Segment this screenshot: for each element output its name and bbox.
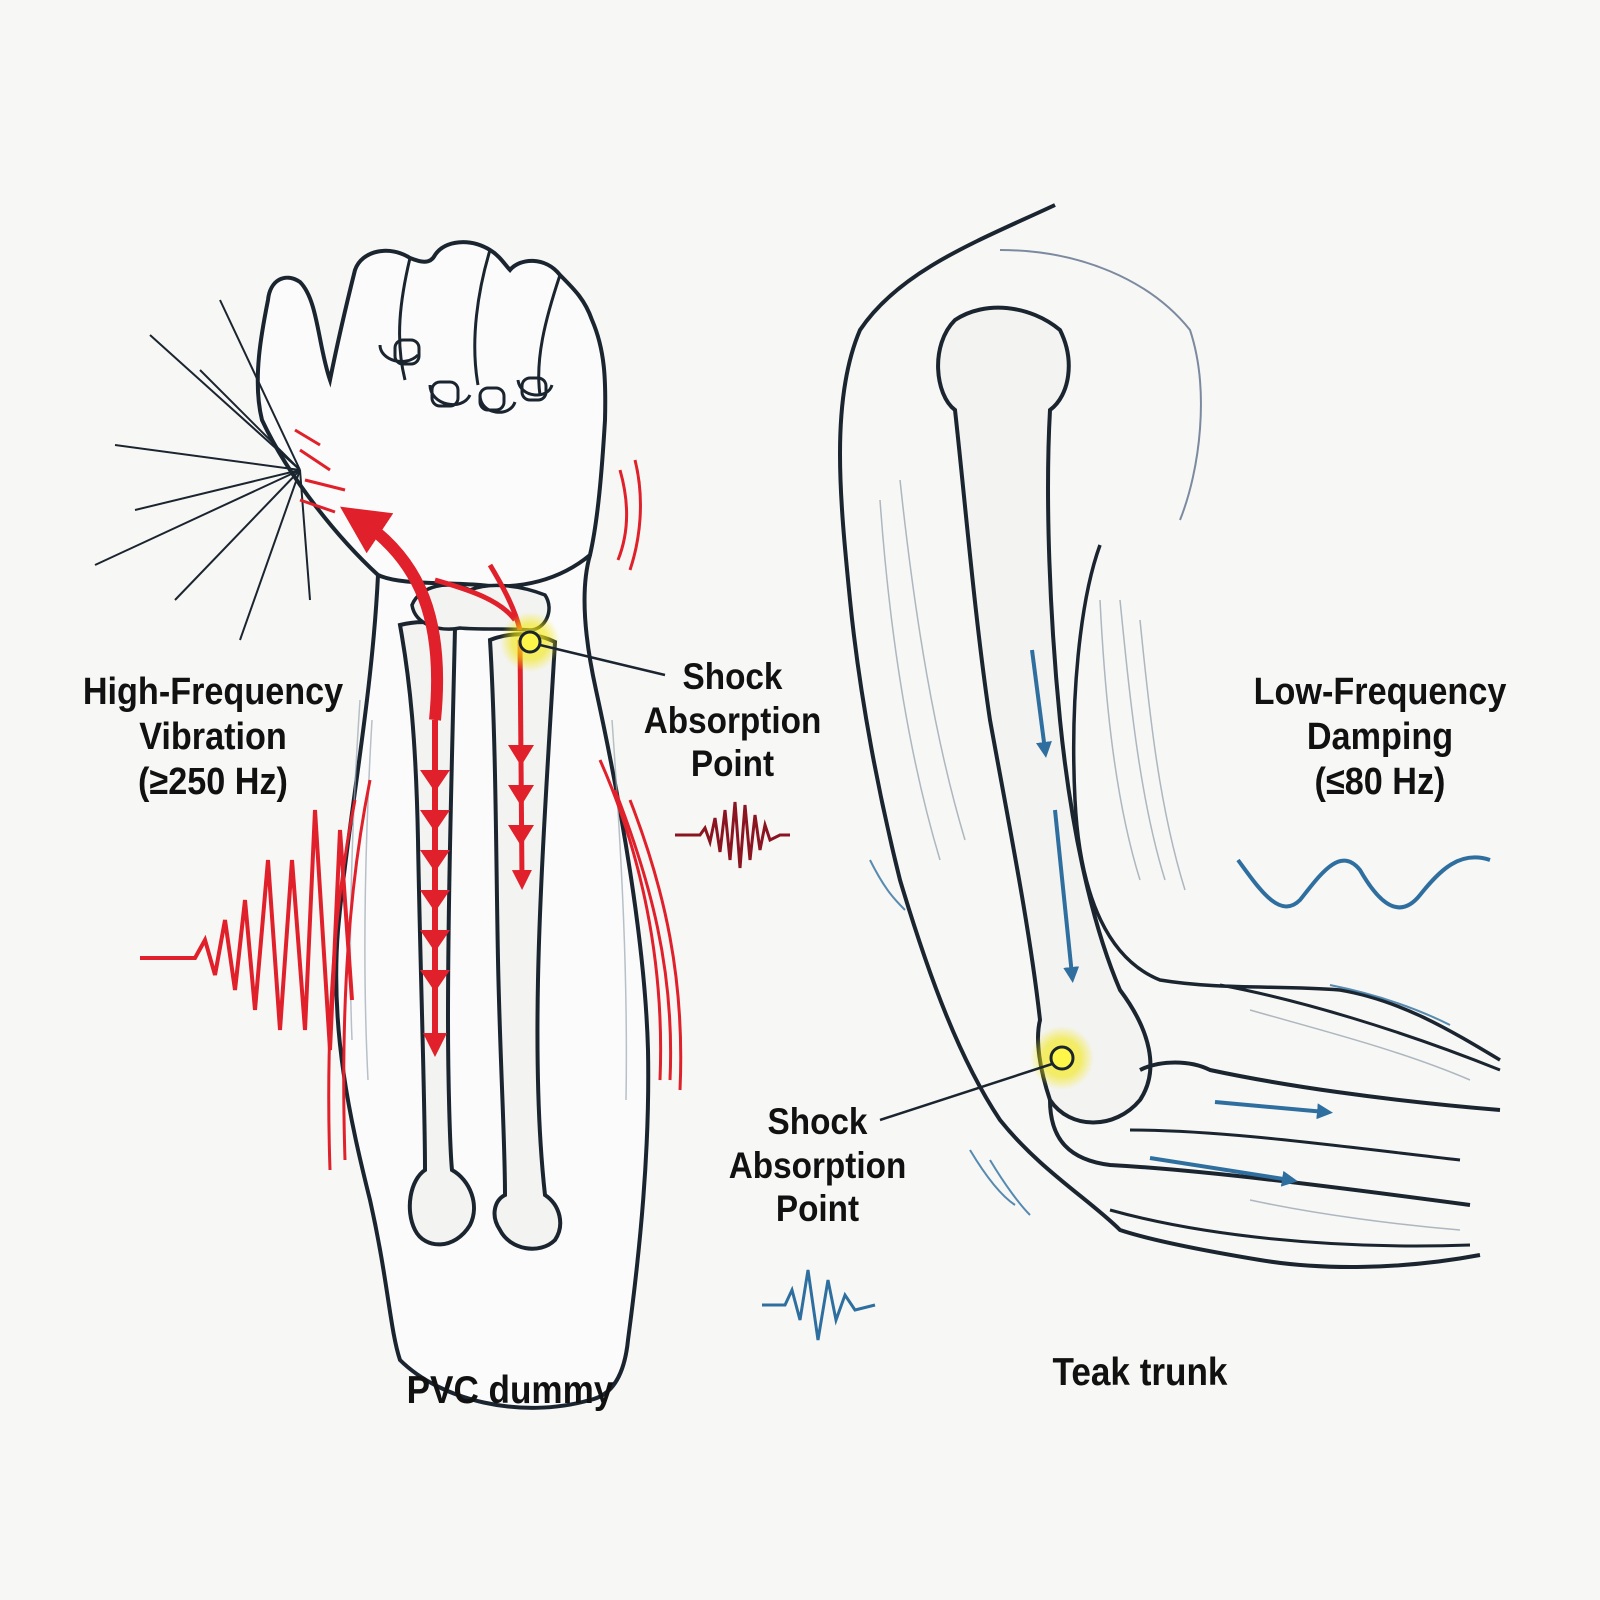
shock-point-left [518, 630, 542, 654]
forearm-outer [1109, 983, 1501, 1248]
shock-label-left-line3: Point [690, 743, 775, 785]
high-frequency-waveform [140, 809, 354, 1051]
shock-leader-left [539, 643, 666, 677]
recoil-arrow [340, 506, 444, 721]
shock-absorption-label-right: Shock Absorption Point [716, 1100, 919, 1231]
high-frequency-line1: High-Frequency [82, 671, 344, 713]
fingernail [393, 338, 421, 366]
forearm-bone-mid [1129, 1128, 1461, 1162]
shock-label-right-line1: Shock [767, 1101, 868, 1142]
fingernail [430, 380, 460, 408]
shock-leader-right [879, 1062, 1053, 1122]
humerus-bone [936, 305, 1153, 1125]
fingernail [520, 376, 548, 402]
damping-arrow-forearm-top [1214, 1100, 1333, 1120]
high-frequency-label: High-Frequency Vibration (≥250 Hz) [74, 670, 353, 804]
ulna-chevrons [508, 745, 534, 846]
low-frequency-line1: Low-Frequency [1253, 671, 1507, 713]
shock-label-right-line3: Point [775, 1188, 860, 1230]
shock-waveform-right [762, 1269, 876, 1341]
shock-label-left-line2: Absorption [643, 699, 822, 741]
muscle-hatching [879, 479, 1471, 1231]
impact-burst [94, 299, 311, 641]
damping-arrow-upper [1030, 649, 1052, 758]
upper-arm-outline [838, 203, 1481, 1269]
low-frequency-line2: Damping [1306, 715, 1454, 758]
shock-point-right [1049, 1045, 1075, 1071]
ulna-bone [487, 632, 563, 1251]
shock-waveform-left [675, 801, 790, 869]
teak-trunk-caption: Teak trunk [1052, 1351, 1228, 1394]
forearm-bone-lower [1048, 1099, 1471, 1207]
shock-absorption-label-left: Shock Absorption Point [631, 655, 834, 786]
finger-lines [398, 249, 562, 396]
low-frequency-label: Low-Frequency Damping (≤80 Hz) [1245, 670, 1515, 804]
impact-red-marks [294, 428, 346, 514]
motion-lines [869, 859, 1451, 1216]
right-arm-figure [838, 203, 1501, 1269]
fist-outline [255, 240, 608, 589]
pvc-dummy-caption: PVC dummy [406, 1369, 614, 1412]
bicep-outline [1071, 544, 1501, 1062]
high-frequency-line3: (≥250 Hz) [138, 760, 288, 803]
shoulder-back [999, 249, 1202, 521]
low-frequency-waveform [1236, 855, 1491, 910]
damping-arrow-middle [1053, 809, 1080, 983]
shock-label-left-line1: Shock [682, 656, 783, 697]
left-forearm-figure [255, 240, 651, 1410]
radius-chevrons [420, 770, 450, 992]
shock-label-right-line2: Absorption [728, 1144, 907, 1186]
damping-arrow-forearm-bottom [1149, 1156, 1298, 1187]
low-frequency-line3: (≤80 Hz) [1314, 760, 1446, 803]
finger-tips [378, 344, 554, 414]
high-frequency-line2: Vibration [139, 715, 287, 758]
fingernail [478, 386, 506, 412]
forearm-bone-upper [1139, 1060, 1501, 1112]
